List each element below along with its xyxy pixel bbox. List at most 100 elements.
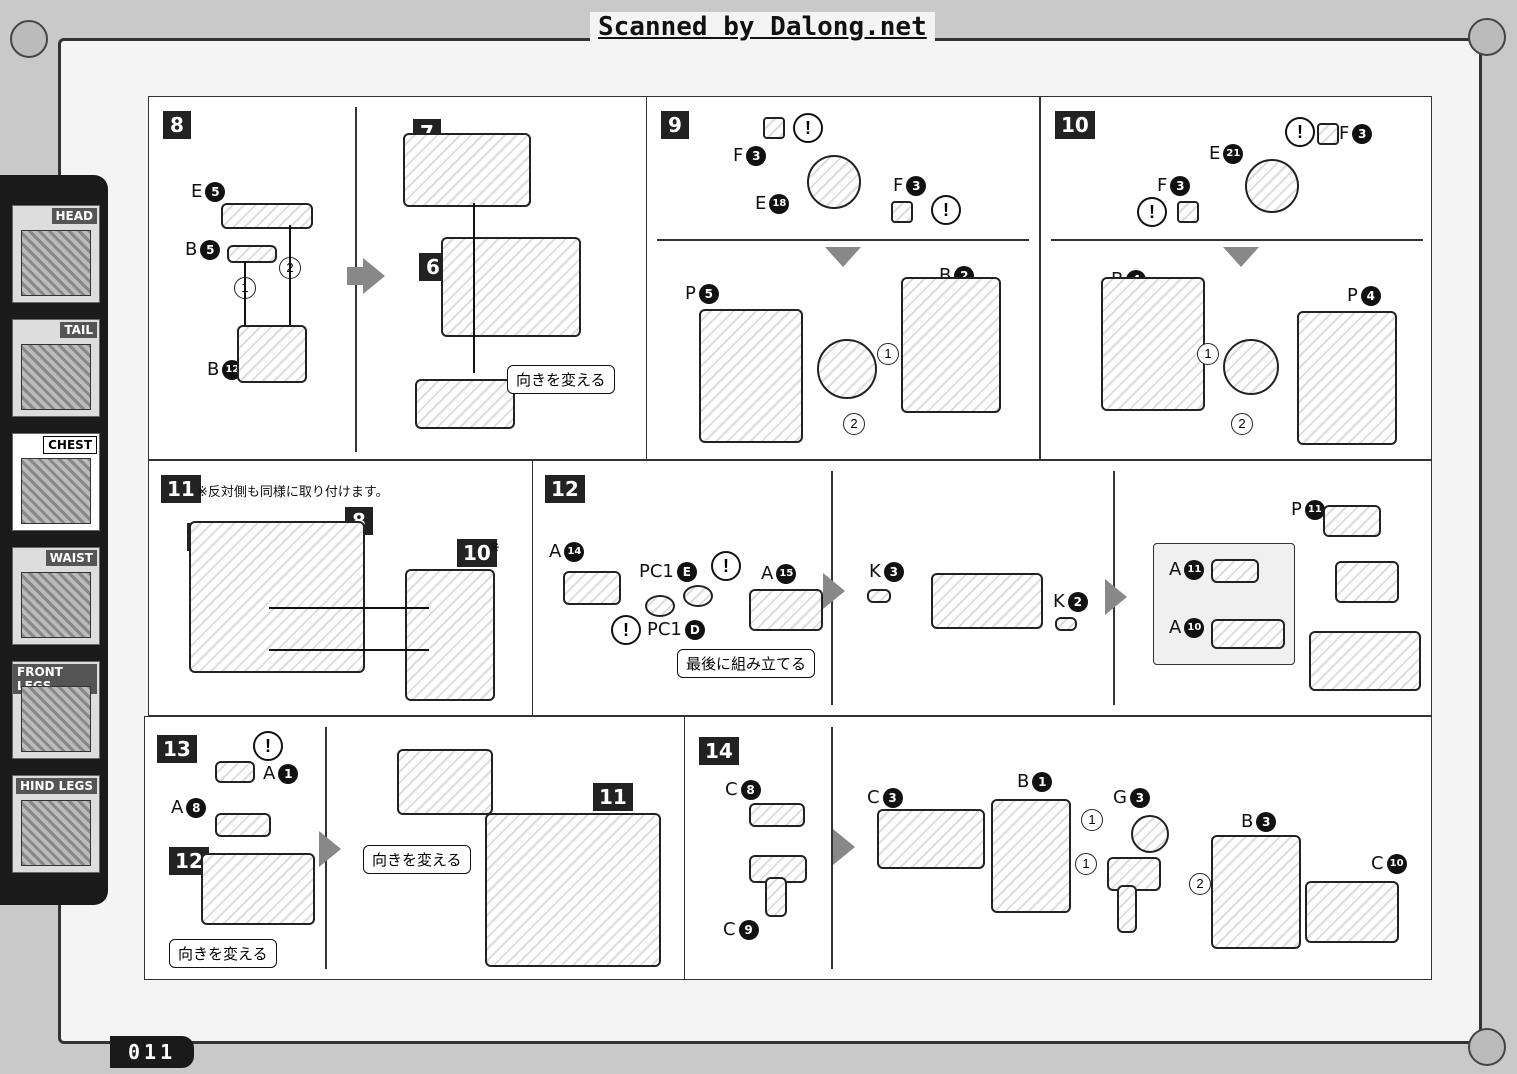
part-f3: [1317, 123, 1339, 145]
ref-step-11: 11: [593, 783, 633, 811]
caution-icon: !: [793, 113, 823, 143]
part-k3: [867, 589, 891, 603]
step-number: 12: [545, 475, 585, 503]
caution-icon: !: [1137, 197, 1167, 227]
order-2: 2: [1231, 413, 1253, 435]
part-base: [415, 379, 515, 429]
step-8-panel: 8 E5 B5 1 2 B12 7 6 向きを変える: [148, 96, 648, 460]
callout-turn: 向きを変える: [169, 939, 277, 968]
tab-head[interactable]: HEAD: [12, 205, 100, 303]
tab-waist[interactable]: WAIST: [12, 547, 100, 645]
order-1: 1: [1075, 853, 1097, 875]
tab-hind-legs[interactable]: HIND LEGS: [12, 775, 100, 873]
step-11-panel: 11 ※反対側も同様に取り付けます。 9 8 10 ※: [148, 460, 534, 716]
ref-mark: ※: [489, 541, 500, 556]
pc1-e: [683, 585, 713, 607]
guide-line: [244, 261, 246, 327]
step-10-panel: 10 ! F3 E21 F3 ! B4 P4 1 2: [1040, 96, 1432, 460]
upper-assembly: [1335, 561, 1399, 603]
part-p5: [699, 309, 803, 443]
chest-icon: [21, 458, 91, 524]
step-number: 13: [157, 735, 197, 763]
tab-tail[interactable]: TAIL: [12, 319, 100, 417]
corner-ornament-icon: [1468, 1028, 1506, 1066]
part-f3b: [1177, 201, 1199, 223]
assembly-11: [485, 813, 661, 967]
caution-icon: !: [253, 731, 283, 761]
caution-icon: !: [611, 615, 641, 645]
section-sidebar: HEAD TAIL CHEST WAIST FRONT LEGS HIND LE…: [0, 175, 108, 905]
wheel-assembly: [931, 573, 1043, 629]
guide-line: [269, 649, 429, 651]
page-number: 011: [110, 1036, 195, 1068]
head-icon: [21, 230, 91, 296]
guide-line: [269, 607, 429, 609]
corner-ornament-icon: [10, 20, 48, 58]
order-1: 1: [1081, 809, 1103, 831]
hind-legs-icon: [21, 800, 91, 866]
next-arrow-icon: [1105, 579, 1127, 615]
ref-step-10: 10: [457, 539, 497, 567]
part-e18: [807, 155, 861, 209]
part-a15: [749, 589, 823, 631]
next-arrow-icon: [823, 573, 845, 609]
divider: [1051, 239, 1423, 241]
waist-icon: [21, 572, 91, 638]
guide-line: [289, 225, 291, 325]
scan-credit: Scanned by Dalong.net: [590, 12, 935, 42]
part-a11: [1211, 559, 1259, 583]
part-b1: [991, 799, 1071, 913]
step-number: 8: [163, 111, 191, 139]
callout-turn: 向きを変える: [507, 365, 615, 394]
step-number: 11: [161, 475, 201, 503]
order-2: 2: [843, 413, 865, 435]
caution-icon: !: [1285, 117, 1315, 147]
front-legs-icon: [21, 686, 91, 752]
tail-icon: [21, 344, 91, 410]
part-b4: [1101, 277, 1205, 411]
corner-ornament-icon: [1468, 18, 1506, 56]
down-arrow-icon: [825, 247, 861, 267]
next-arrow-icon: [833, 829, 855, 865]
pc1-d: [645, 595, 675, 617]
part-b3: [1211, 835, 1301, 949]
part-g3: [1131, 815, 1169, 853]
part-c3: [877, 809, 985, 869]
order-1: 1: [1197, 343, 1219, 365]
caution-icon: !: [931, 195, 961, 225]
tab-front-legs[interactable]: FRONT LEGS: [12, 661, 100, 759]
down-arrow-icon: [1223, 247, 1259, 267]
joint-assembly: [817, 339, 877, 399]
assembly-7: [403, 133, 531, 207]
part-b5: [227, 245, 277, 263]
part-p11: [1323, 505, 1381, 537]
part-b12: [237, 325, 307, 383]
side-plate: [405, 569, 495, 701]
part-k2: [1055, 617, 1077, 631]
callout-turn: 向きを変える: [363, 845, 471, 874]
tab-chest[interactable]: CHEST: [12, 433, 100, 531]
part-e5: [221, 203, 313, 229]
